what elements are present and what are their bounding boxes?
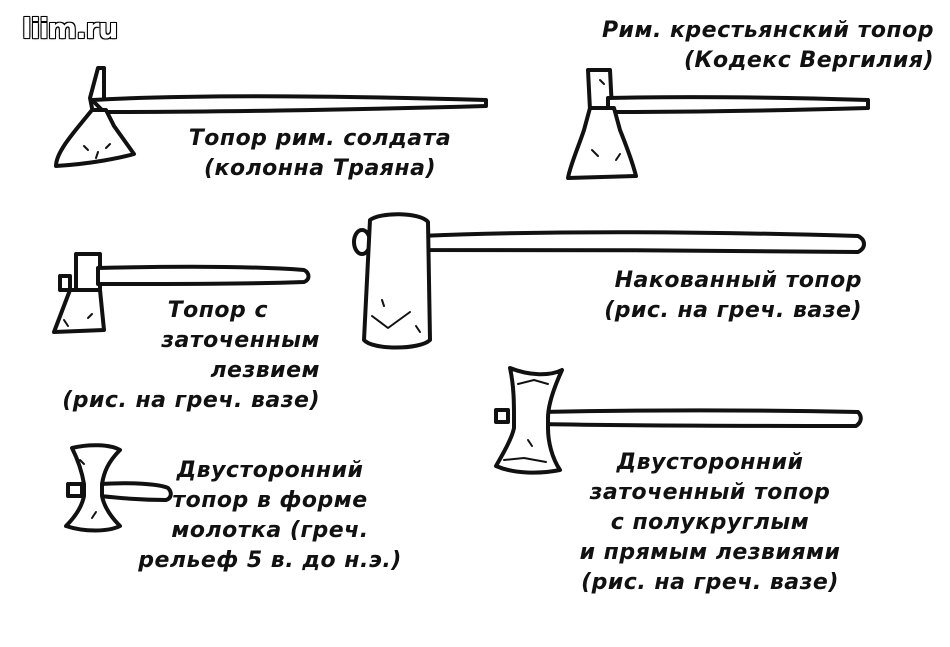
caption-double-sided-axe: Двусторонний заточенный топор с полукруг…: [520, 448, 900, 598]
caption-line: топор в форме: [172, 488, 368, 513]
caption-sharpened-blade-axe: Топор с заточенным лезвием (рис. на греч…: [18, 296, 320, 416]
caption-roman-peasant-axe: Рим. крестьянский топор (Кодекс Вергилия…: [520, 16, 934, 76]
caption-line: лезвием: [210, 358, 320, 383]
caption-line: и прямым лезвиями: [579, 540, 841, 565]
site-watermark: liim.ru: [22, 12, 118, 45]
caption-line: (рис. на греч. вазе): [581, 570, 839, 595]
caption-line: (Кодекс Вергилия): [683, 48, 934, 73]
caption-roman-soldier-axe: Топор рим. солдата (колонна Траяна): [170, 124, 470, 184]
caption-line: Накованный топор: [614, 268, 862, 293]
hammer-shaped-axe-icon: [64, 443, 173, 533]
caption-hammer-shaped-axe: Двусторонний топор в форме молотка (греч…: [100, 456, 440, 576]
caption-line: с полукруглым: [610, 510, 810, 535]
caption-line: молотка (греч.: [171, 518, 369, 543]
caption-line: (рис. на греч. вазе): [62, 388, 320, 413]
caption-line: Двусторонний: [176, 458, 364, 483]
caption-line: Рим. крестьянский топор: [601, 18, 934, 43]
double-sided-axe-icon: [494, 366, 863, 475]
caption-line: Топор с: [167, 298, 268, 323]
caption-line: заточенный топор: [589, 480, 831, 505]
caption-line: заточенным: [161, 328, 320, 353]
caption-forged-axe: Накованный топор (рис. на греч. вазе): [540, 266, 862, 326]
caption-line: (колонна Траяна): [203, 156, 437, 181]
caption-line: Двусторонний: [616, 450, 804, 475]
caption-line: Топор рим. солдата: [188, 126, 452, 151]
caption-line: рельеф 5 в. до н.э.): [138, 548, 402, 573]
caption-line: (рис. на греч. вазе): [604, 298, 862, 323]
roman-soldier-axe-icon: [54, 66, 488, 168]
forged-axe-icon: [352, 212, 866, 350]
sharpened-blade-axe-icon: [52, 252, 311, 334]
roman-peasant-axe-icon: [566, 68, 870, 180]
